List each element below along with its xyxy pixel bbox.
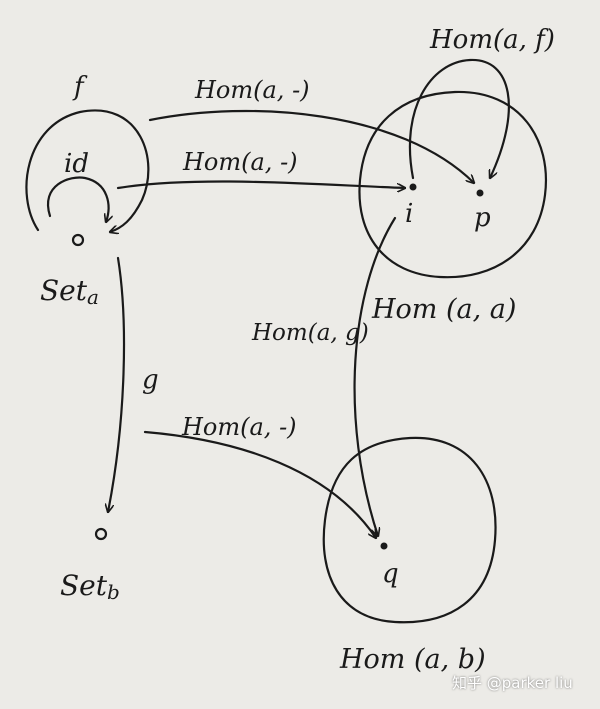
g-arrow [108,256,126,512]
hom-a-b-circle [322,436,497,624]
set-b-object-point [94,527,108,541]
f-loop-arrow [25,109,150,232]
hom-a-g-label: Hom(a, g) [251,320,369,346]
set-b-label: Setb [60,569,120,604]
hom-a-dash-top-label: Hom(a, -) [194,76,310,104]
hom-a-dash-mid-label: Hom(a, -) [182,148,298,176]
hom-a-b-label: Hom (a, b) [339,644,486,675]
set-a-object-point [71,233,85,247]
f-label: f [72,72,88,102]
id-loop-arrow [46,176,108,222]
element-p-label: p [474,203,491,233]
hom-a-a-circle [358,90,548,279]
g-label: g [142,365,159,395]
hom-a-dash-top-arrow [148,109,474,183]
element-p-point [476,189,484,197]
hom-a-g-arrow [353,216,397,536]
hom-a-f-arrow [408,58,510,178]
element-i-label: i [405,199,413,229]
set-a-label: Seta [40,274,99,309]
element-q-point [380,542,388,550]
hom-a-dash-mid-arrow [116,180,407,188]
hom-a-dash-low-arrow [143,430,376,538]
hom-a-f-label: Hom(a, f) [429,25,555,55]
zhihu-watermark: 知乎 @parker liu [452,674,573,692]
element-q-label: q [382,559,399,589]
hom-a-dash-low-label: Hom(a, -) [181,413,297,441]
id-label: id [64,149,89,179]
hom-a-a-label: Hom (a, a) [371,294,516,325]
element-i-point [409,183,417,191]
